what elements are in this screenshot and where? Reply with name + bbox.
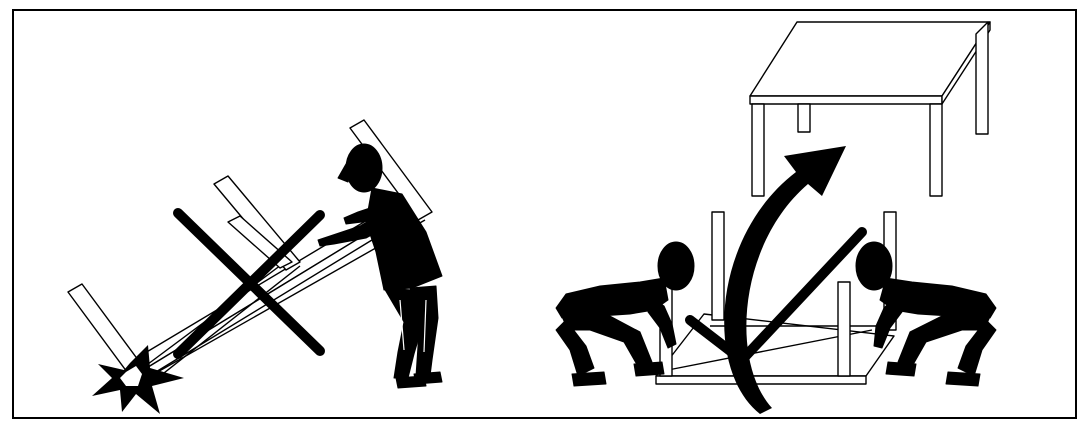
- lifted-table: [749, 21, 991, 197]
- curved-arrow-icon: [724, 146, 846, 414]
- check-icon: [685, 227, 867, 365]
- person-lifting-left: [555, 241, 695, 387]
- impact-burst-icon: [92, 345, 184, 414]
- cross-icon: [173, 208, 325, 359]
- wrong-way-panel: [67, 119, 443, 414]
- figure-frame: [12, 9, 1077, 419]
- person-lifting-right: [855, 241, 997, 387]
- person-pulling: [317, 143, 443, 389]
- correct-way-panel: [555, 21, 997, 414]
